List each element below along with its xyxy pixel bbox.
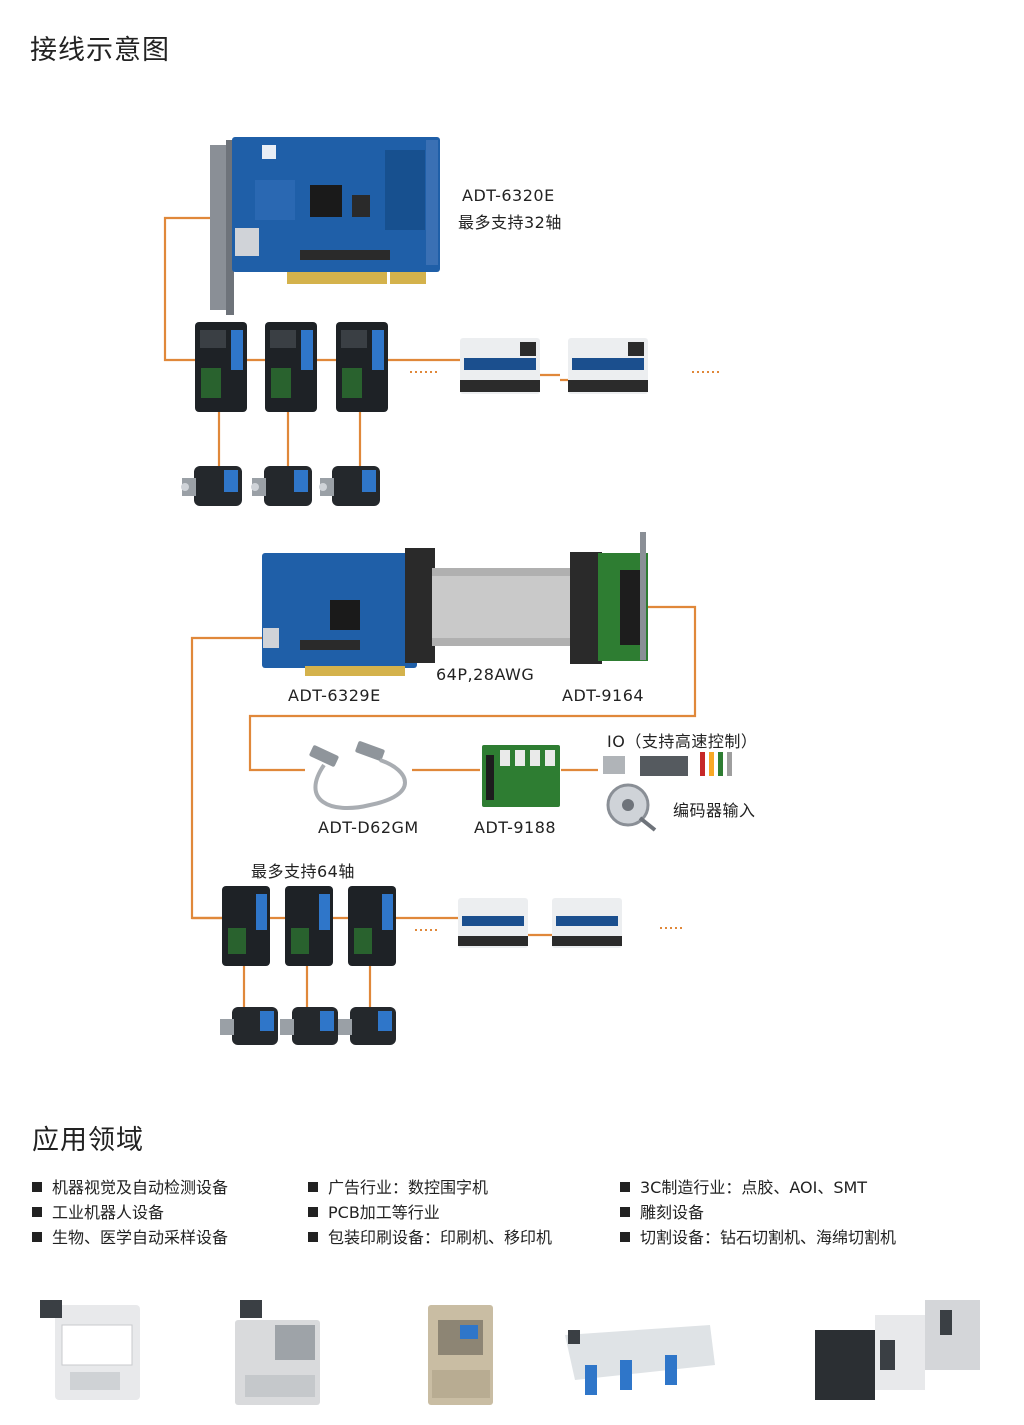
servo-motors-top <box>181 466 380 506</box>
servo-motors-bottom <box>220 1007 396 1045</box>
machine-image-1 <box>40 1300 140 1400</box>
servo-drives-bottom <box>222 886 396 966</box>
application-item: 3C制造行业：点胶、AOI、SMT <box>620 1174 867 1198</box>
io-modules-bottom <box>458 898 622 948</box>
bullet-icon <box>308 1232 318 1242</box>
machine-image-2 <box>235 1300 320 1405</box>
application-item: PCB加工等行业 <box>308 1199 440 1223</box>
bullet-icon <box>620 1232 630 1242</box>
bullet-icon <box>308 1207 318 1217</box>
flat-ribbon-cable <box>432 568 572 646</box>
application-item: 广告行业：数控围字机 <box>308 1174 488 1198</box>
encoder <box>606 783 657 832</box>
wiring-section-title: 接线示意图 <box>30 35 170 66</box>
cable-name-label: ADT-D62GM <box>318 818 419 837</box>
application-item: 切割设备：钻石切割机、海绵切割机 <box>620 1224 896 1248</box>
card1-name-label: ADT-6320E <box>462 186 555 205</box>
machine-image-4 <box>565 1325 715 1395</box>
io-modules-top <box>460 338 648 394</box>
bullet-icon <box>308 1182 318 1192</box>
bullet-icon <box>32 1207 42 1217</box>
io-label: IO（支持高速控制） <box>607 732 758 751</box>
io-board-label: ADT-9188 <box>474 818 557 837</box>
application-item: 雕刻设备 <box>620 1199 704 1223</box>
d62-cable <box>309 741 407 811</box>
terminal-board-label: ADT-9164 <box>562 686 645 705</box>
bullet-icon <box>32 1232 42 1242</box>
cable-spec-label: 64P,28AWG <box>436 665 535 684</box>
axes64-label: 最多支持64轴 <box>251 862 355 881</box>
card2-name-label: ADT-6329E <box>288 686 381 705</box>
terminal-board-adt9164 <box>570 532 648 664</box>
io-board-adt9188 <box>482 745 560 807</box>
bullet-icon <box>32 1182 42 1192</box>
machine-image-3 <box>428 1305 493 1405</box>
machines-row <box>40 1300 980 1405</box>
servo-drives-top <box>195 322 388 412</box>
applications-section-title: 应用领域 <box>32 1125 144 1156</box>
application-item: 生物、医学自动采样设备 <box>32 1224 228 1248</box>
bullet-icon <box>620 1182 630 1192</box>
card1-axes-label: 最多支持32轴 <box>458 213 562 232</box>
pci-card-adt6329e <box>262 548 435 676</box>
machine-image-5 <box>815 1300 980 1400</box>
mid-wire <box>190 605 697 920</box>
bullet-icon <box>620 1207 630 1217</box>
pci-card-adt6320e <box>210 137 440 315</box>
wiring-diagram <box>163 137 732 1045</box>
encoder-label: 编码器输入 <box>673 801 756 820</box>
application-item: 包装印刷设备：印刷机、移印机 <box>308 1224 552 1248</box>
application-item: 机器视觉及自动检测设备 <box>32 1174 228 1198</box>
application-item: 工业机器人设备 <box>32 1199 164 1223</box>
io-devices <box>603 752 732 776</box>
